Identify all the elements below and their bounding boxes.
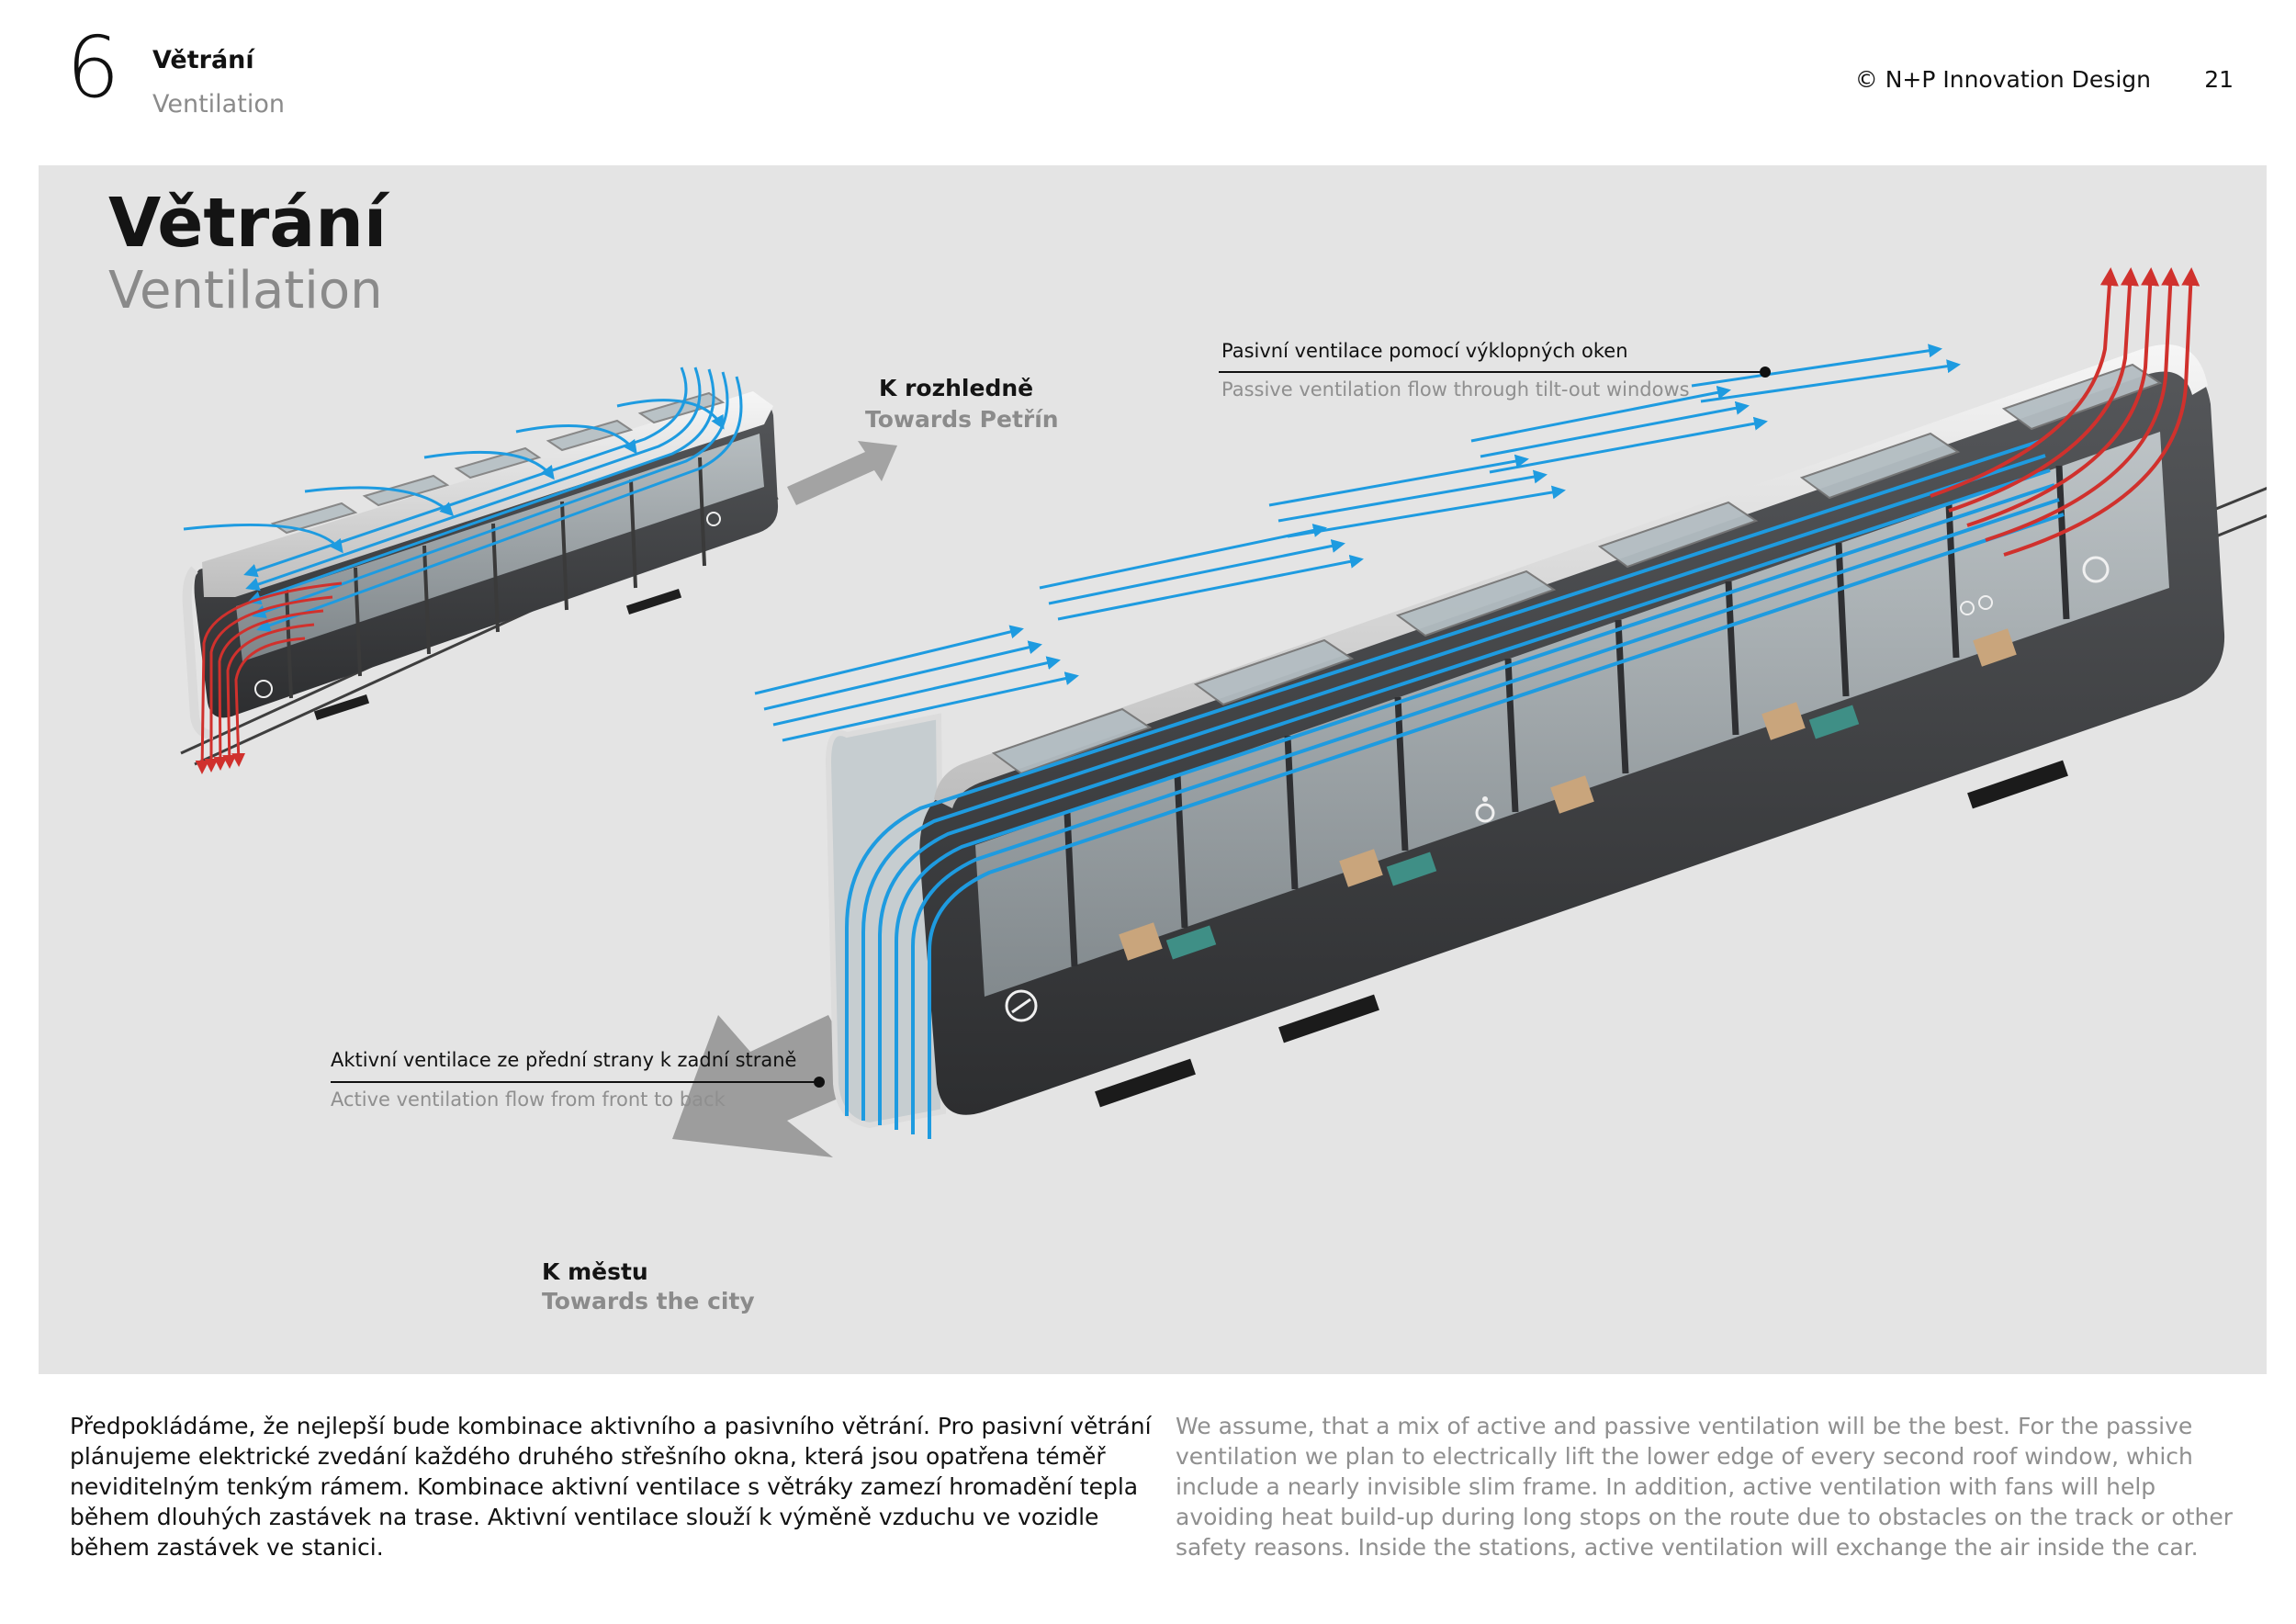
arrow-towards-city <box>672 1015 865 1157</box>
body-text-en: We assume, that a mix of active and pass… <box>1176 1413 2234 1561</box>
large-car-active-airflow <box>845 439 2065 1139</box>
large-funicular-car <box>825 344 2225 1129</box>
large-car-passive-airflow <box>754 344 1961 742</box>
arrow-towards-petrin <box>787 441 897 505</box>
logo-icon <box>1005 989 1038 1022</box>
passive-ventilation-label-en: Passive ventilation flow through tilt-ou… <box>1221 378 1690 400</box>
figure-title-en: Ventilation <box>108 261 383 321</box>
active-ventilation-label-cz: Aktivní ventilace ze přední strany k zad… <box>331 1049 797 1071</box>
direction-down-label-cz: K městu <box>542 1258 648 1285</box>
header-title-en: Ventilation <box>152 90 285 118</box>
small-car-exhaust-airflow <box>195 581 343 774</box>
direction-up-label-cz: K rozhledně <box>879 375 1034 401</box>
ventilation-illustration <box>180 267 2267 1157</box>
header-title-cz: Větrání <box>152 46 254 74</box>
active-ventilation-label-en: Active ventilation flow from front to ba… <box>331 1088 726 1111</box>
bicycle-icon <box>1960 595 1993 615</box>
small-car-passive-airflow <box>183 399 725 554</box>
illustration-panel: Větrání Ventilation K rozhledně Towards … <box>39 165 2267 1374</box>
direction-down-label-en: Towards the city <box>542 1288 755 1314</box>
wheelchair-icon <box>1475 796 1495 823</box>
direction-up-label-en: Towards Petřín <box>865 406 1059 433</box>
body-text-cz: Předpokládáme, že nejlepší bude kombinac… <box>70 1413 1152 1561</box>
logo-icon-rear <box>2082 556 2110 583</box>
callout-lines <box>331 367 1771 1088</box>
passive-ventilation-label-cz: Pasivní ventilace pomocí výklopných oken <box>1221 340 1628 362</box>
chapter-number: 6 <box>66 18 120 117</box>
copyright-notice: © N+P Innovation Design <box>1854 66 2151 93</box>
large-car-exhaust-airflow <box>1930 267 2200 557</box>
figure-title-cz: Větrání <box>108 184 388 263</box>
page-number: 21 <box>2204 66 2234 93</box>
